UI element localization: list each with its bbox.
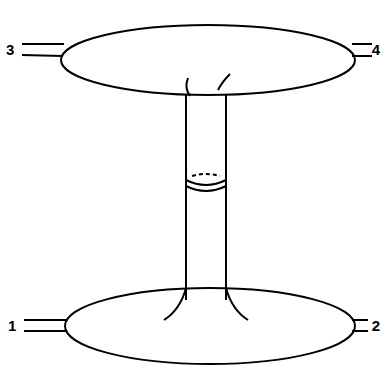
callout-number: 3 — [6, 42, 14, 57]
callout-number: 2 — [372, 318, 380, 333]
callout-number: 1 — [8, 318, 16, 333]
callout-number: 4 — [372, 42, 380, 57]
